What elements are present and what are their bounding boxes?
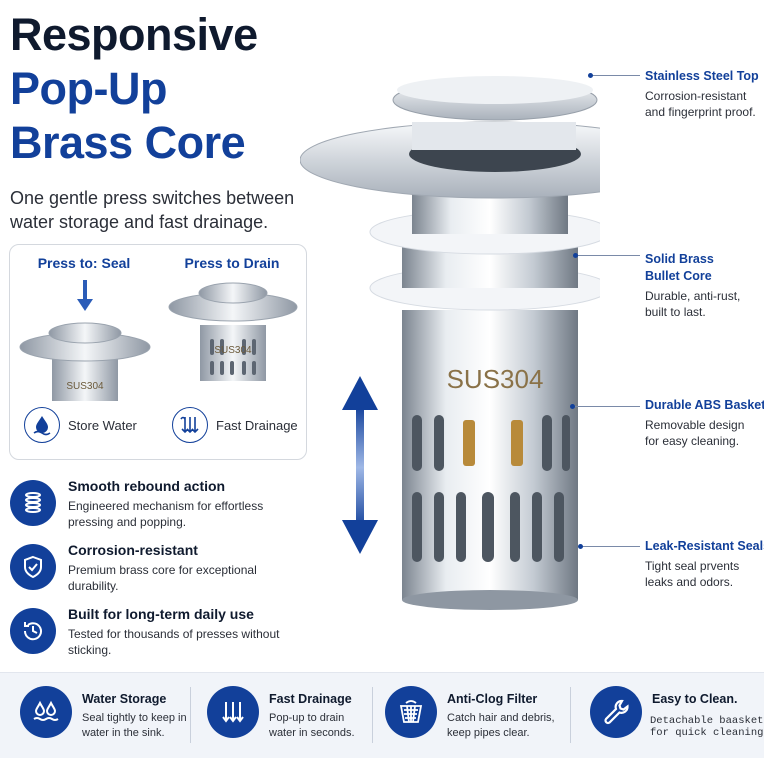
leader-steel-top	[590, 75, 640, 76]
headline: Responsive Pop-Up Brass Core	[10, 8, 310, 170]
water-drop-icon	[24, 407, 60, 443]
leader-dot-brass-core	[573, 253, 578, 258]
callout-brass-core-desc-2: built to last.	[645, 305, 706, 319]
callout-seals-title: Leak-Resistant Seals	[645, 539, 764, 553]
bottom-water-storage-desc-1: Seal tightly to keep in	[82, 712, 187, 724]
feature-long-term-desc: Tested for thousands of presses without …	[68, 627, 280, 657]
bottom-item-easy-clean: Easy to Clean. Detachable baasket for qu…	[590, 673, 763, 758]
bottom-water-storage-desc-2: water in the sink.	[82, 727, 165, 739]
callout-basket: Durable ABS Basket Removable design for …	[645, 397, 764, 449]
feature-long-term: Built for long-term daily use Tested for…	[10, 606, 310, 660]
headline-line-3: Brass Core	[10, 117, 246, 168]
mode-drain-label: Fast Drainage	[216, 417, 298, 433]
leader-seals	[580, 546, 640, 547]
bottom-feature-bar: Water Storage Seal tightly to keep in wa…	[0, 672, 764, 758]
mode-seal-illustration: SUS304	[19, 280, 151, 401]
water-waves-icon	[20, 686, 72, 738]
bottom-divider	[570, 687, 571, 743]
mode-seal-footer: Store Water	[24, 407, 137, 443]
spring-icon	[10, 480, 56, 526]
leader-dot-basket	[570, 404, 575, 409]
mode-drain-footer: Fast Drainage	[172, 407, 298, 443]
feature-corrosion: Corrosion-resistant Premium brass core f…	[10, 542, 310, 596]
callout-basket-title: Durable ABS Basket	[645, 398, 764, 412]
drain-flow-icon	[172, 407, 208, 443]
leader-dot-seals	[578, 544, 583, 549]
bottom-fast-drainage-title: Fast Drainage	[269, 692, 352, 706]
drain-product-illustration: SUS304	[300, 76, 600, 610]
feature-rebound-desc: Engineered mechanism for effortless pres…	[68, 499, 264, 529]
bottom-easy-clean-desc: Detachable baasket for quick cleaning	[650, 715, 763, 739]
bottom-divider	[372, 687, 373, 743]
callout-brass-core-title: Solid Brass	[645, 252, 714, 266]
bottom-easy-clean-desc-2: for quick cleaning	[650, 727, 764, 739]
callout-seals-desc-1: Tight seal prvents	[645, 559, 740, 573]
bottom-anti-clog-desc-2: keep pipes clear.	[447, 727, 530, 739]
mode-seal-label: Store Water	[68, 417, 137, 433]
up-down-arrow-icon	[342, 376, 378, 554]
wrench-icon	[590, 686, 642, 738]
leader-basket	[572, 406, 640, 407]
mode-seal-title: Press to: Seal	[37, 255, 131, 271]
callout-brass-core-desc-1: Durable, anti-rust,	[645, 289, 741, 303]
leader-brass-core	[575, 255, 640, 256]
bottom-divider	[190, 687, 191, 743]
feature-long-term-title: Built for long-term daily use	[68, 606, 254, 622]
headline-line-1: Responsive	[10, 9, 258, 60]
callout-steel-top: Stainless Steel Top Corrosion-resistant …	[645, 68, 764, 120]
bottom-fast-drainage-desc: Pop-up to drain water in seconds.	[269, 711, 355, 741]
callout-steel-top-desc-2: and fingerprint proof.	[645, 105, 756, 119]
mode-drain-illustration: SUS304	[168, 282, 298, 381]
callout-basket-desc-1: Removable design	[645, 418, 745, 432]
bottom-water-storage-desc: Seal tightly to keep in water in the sin…	[82, 711, 187, 741]
filter-basket-icon	[385, 686, 437, 738]
callout-brass-core: Solid Brass Bullet Core Durable, anti-ru…	[645, 251, 764, 320]
callout-seals: Leak-Resistant Seals Tight seal prvents …	[645, 538, 764, 590]
bottom-fast-drainage-desc-1: Pop-up to drain	[269, 712, 345, 724]
feature-corrosion-desc: Premium brass core for exceptional durab…	[68, 563, 257, 593]
mode-seal: Press to: Seal SUS304 Store Water	[10, 245, 158, 459]
feature-corrosion-title: Corrosion-resistant	[68, 542, 198, 558]
callout-basket-desc-2: for easy cleaning.	[645, 434, 740, 448]
callout-steel-top-desc-1: Corrosion-resistant	[645, 89, 747, 103]
mode-drain: Press to Drain SUS304 Fast Drainage	[158, 245, 306, 459]
callout-steel-top-title: Stainless Steel Top	[645, 69, 759, 83]
clock-history-icon	[10, 608, 56, 654]
feature-rebound: Smooth rebound action Engineered mechani…	[10, 478, 310, 532]
bottom-item-anti-clog: Anti-Clog Filter Catch hair and debris, …	[385, 673, 565, 758]
mode-drain-stamp: SUS304	[214, 345, 252, 356]
product-stamp: SUS304	[447, 364, 544, 394]
callout-brass-core-title-2: Bullet Core	[645, 269, 712, 283]
bottom-anti-clog-title: Anti-Clog Filter	[447, 692, 538, 706]
bottom-easy-clean-desc-1: Detachable baasket	[650, 715, 764, 727]
down-arrows-icon	[207, 686, 259, 738]
bottom-anti-clog-desc-1: Catch hair and debris,	[447, 712, 555, 724]
mode-seal-stamp: SUS304	[66, 381, 104, 392]
bottom-item-water-storage: Water Storage Seal tightly to keep in wa…	[20, 673, 190, 758]
bottom-water-storage-title: Water Storage	[82, 692, 167, 706]
bottom-anti-clog-desc: Catch hair and debris, keep pipes clear.	[447, 711, 555, 741]
shield-icon	[10, 544, 56, 590]
subtitle: One gentle press switches between water …	[10, 188, 295, 232]
bottom-item-fast-drainage: Fast Drainage Pop-up to drain water in s…	[207, 673, 372, 758]
callout-seals-desc-2: leaks and odors.	[645, 575, 734, 589]
feature-rebound-title: Smooth rebound action	[68, 478, 226, 494]
leader-dot-steel-top	[588, 73, 593, 78]
mode-comparison-card: Press to: Seal SUS304 Store Water Press …	[9, 244, 307, 460]
headline-line-2: Pop-Up	[10, 63, 167, 114]
bottom-fast-drainage-desc-2: water in seconds.	[269, 727, 355, 739]
bottom-easy-clean-title: Easy to Clean.	[652, 692, 738, 706]
mode-drain-title: Press to Drain	[184, 255, 280, 271]
